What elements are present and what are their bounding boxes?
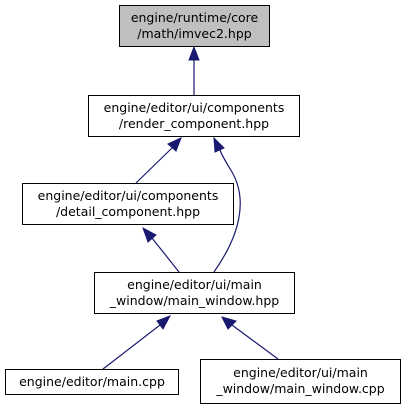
node-render-component-label-line1: engine/editor/ui/components [104,100,285,115]
node-main-window-cpp-box [200,359,401,404]
edge-mainwindow-to-detail [151,237,180,273]
node-main-cpp-label: engine/editor/main.cpp [19,374,165,389]
node-render-component[interactable]: engine/editor/ui/components /render_comp… [88,95,300,137]
node-main-window-cpp-label-line2: _window/main_window.cpp [215,381,384,396]
edge-maincpp-to-mainwindow [102,324,161,370]
edge-mainwindow-to-render [213,149,241,273]
node-render-component-box [88,95,300,137]
node-main-cpp[interactable]: engine/editor/main.cpp [5,369,179,395]
node-imvec2-box [119,5,270,47]
node-main-window-hpp-box [94,272,295,314]
node-imvec2[interactable]: engine/runtime/core /math/imvec2.hpp [119,5,270,47]
arrow-maincpp-to-mainwindow [156,315,172,330]
arrow-mainwindow-to-detail [142,226,157,243]
arrow-detail-to-render [167,137,182,152]
graph-edges [102,45,279,370]
arrow-mainwindowcpp-to-mainwindow [221,316,237,330]
node-main-window-hpp-label-line2: _window/main_window.hpp [109,293,279,308]
arrow-mainwindow-to-render [213,136,225,153]
node-imvec2-label-line2: /math/imvec2.hpp [137,26,251,41]
node-imvec2-label-line1: engine/runtime/core [131,10,259,25]
node-main-window-cpp[interactable]: engine/editor/ui/main _window/main_windo… [200,359,401,404]
node-detail-component-box [22,183,234,225]
node-render-component-label-line2: /render_component.hpp [119,116,269,131]
node-detail-component-label-line2: /detail_component.hpp [56,204,200,219]
node-main-cpp-box [5,369,179,395]
edge-detail-to-render [135,147,173,184]
edge-mainwindowcpp-to-mainwindow [231,324,279,360]
node-main-window-hpp-label-line1: engine/editor/ui/main [127,277,262,292]
node-detail-component[interactable]: engine/editor/ui/components /detail_comp… [22,183,234,225]
node-main-window-cpp-label-line1: engine/editor/ui/main [233,365,368,380]
node-detail-component-label-line1: engine/editor/ui/components [38,188,219,203]
arrow-render-to-imvec2 [188,45,200,61]
node-main-window-hpp[interactable]: engine/editor/ui/main _window/main_windo… [94,272,295,314]
